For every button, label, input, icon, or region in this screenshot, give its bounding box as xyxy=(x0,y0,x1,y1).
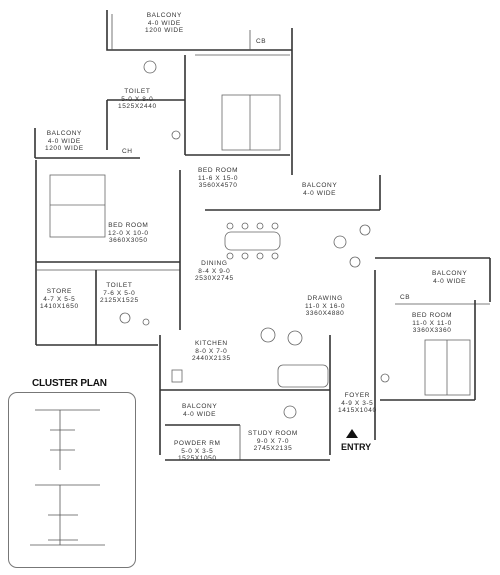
left-bedroom-walls xyxy=(36,170,181,330)
store-toilet-walls xyxy=(36,270,158,346)
dining-table xyxy=(224,231,281,251)
bed-left xyxy=(49,174,106,238)
entry-label: ENTRY xyxy=(341,442,372,452)
cluster-plan-title: CLUSTER PLAN xyxy=(32,378,107,389)
balcony-left-walls xyxy=(34,128,140,345)
cluster-plan-sketch xyxy=(30,409,105,546)
living-area-walls xyxy=(205,175,381,440)
sofa xyxy=(277,364,329,388)
bed-right xyxy=(424,339,471,396)
label-cb-top: CB xyxy=(256,38,267,45)
label-cb-right: CB xyxy=(400,294,411,301)
lower-block-walls xyxy=(159,327,331,461)
sink xyxy=(171,369,183,383)
right-block-walls xyxy=(375,257,491,401)
label-ch-left: CH xyxy=(122,148,133,155)
entry-arrow-icon xyxy=(346,429,358,438)
upper-block-walls xyxy=(106,54,290,156)
cluster-plan-frame xyxy=(8,392,136,568)
balcony-top-walls xyxy=(106,10,293,175)
bed-upper xyxy=(221,94,281,151)
